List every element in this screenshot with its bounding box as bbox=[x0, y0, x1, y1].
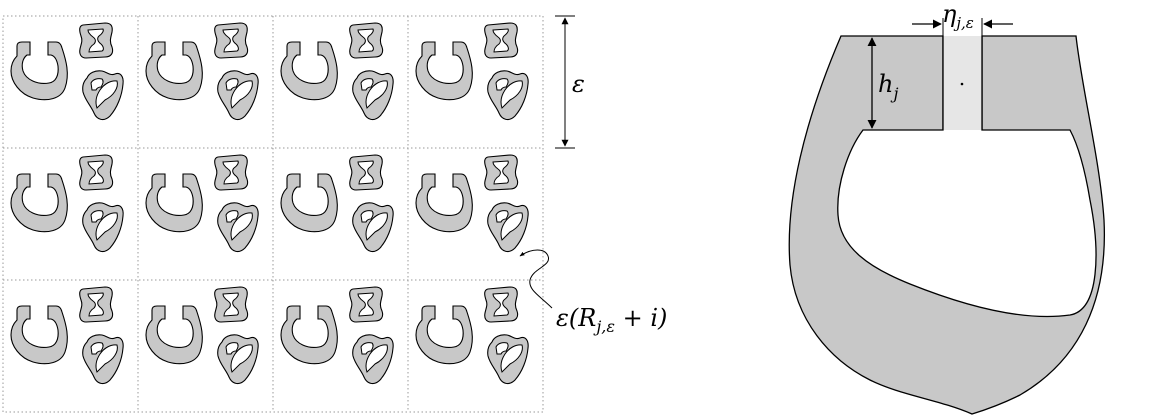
grid-cells bbox=[10, 22, 529, 385]
scaled-set-label: ε(Rj,ε + i) bbox=[556, 304, 667, 336]
slit-center-dot bbox=[960, 82, 964, 86]
enlarged-resonator: hj ηj,ε bbox=[788, 0, 1106, 415]
periodic-grid: ε ε(Rj,ε + i) bbox=[2, 15, 667, 413]
width-dimension: ηj,ε bbox=[912, 0, 1013, 32]
resonator-body bbox=[788, 35, 1106, 415]
height-dimension: hj bbox=[867, 37, 898, 129]
width-label: ηj,ε bbox=[942, 0, 974, 32]
epsilon-dimension: ε bbox=[555, 15, 585, 149]
height-label: hj bbox=[878, 70, 898, 103]
scaled-set-pointer: ε(Rj,ε + i) bbox=[519, 249, 667, 336]
epsilon-label: ε bbox=[572, 70, 585, 98]
